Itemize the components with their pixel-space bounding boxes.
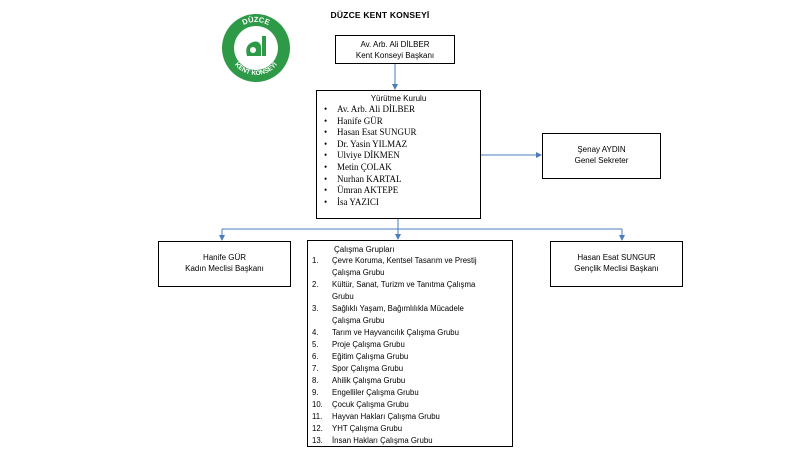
- working-group-label: Grubu: [332, 292, 354, 301]
- executive-member: Metin ÇOLAK: [324, 162, 480, 174]
- working-group-label: Sağlıklı Yaşam, Bağımlılıkla Mücadele: [332, 304, 464, 313]
- executive-member: Dr. Yasin YILMAZ: [324, 139, 480, 151]
- working-group-label: Çocuk Çalışma Grubu: [332, 400, 409, 409]
- page-title: DÜZCE KENT KONSEYİ: [330, 10, 430, 20]
- working-group-item: 10. Çocuk Çalışma Grubu: [312, 399, 508, 411]
- working-group-item: 4. Tarım ve Hayvancılık Çalışma Grubu: [312, 327, 508, 339]
- youth-assembly-box: Hasan Esat SUNGUR Gençlik Meclisi Başkan…: [550, 241, 683, 287]
- youth-assembly-role: Gençlik Meclisi Başkanı: [574, 264, 659, 273]
- working-group-number: 7.: [312, 364, 319, 373]
- working-group-number: [312, 267, 332, 279]
- working-group-number: [312, 291, 332, 303]
- working-group-label: Eğitim Çalışma Grubu: [332, 352, 409, 361]
- working-groups-box: Çalışma Grupları 1. Çevre Koruma, Kentsel…: [307, 240, 513, 447]
- executive-member: Nurhan KARTAL: [324, 174, 480, 186]
- secretary-name: Şenay AYDIN: [577, 145, 626, 154]
- executive-members-list: Av. Arb. Ali DİLBERHanife GÜRHasan Esat …: [317, 104, 480, 208]
- executive-board-box: Yürütme Kurulu Av. Arb. Ali DİLBERHanife…: [316, 90, 481, 219]
- president-name: Av. Arb. Ali DİLBER: [360, 40, 430, 49]
- working-group-label: YHT Çalışma Grubu: [332, 424, 403, 433]
- working-group-label: İnsan Hakları Çalışma Grubu: [332, 436, 433, 445]
- executive-member: Ulviye DİKMEN: [324, 150, 480, 162]
- womens-assembly-name: Hanife GÜR: [202, 253, 247, 262]
- working-group-item: 7. Spor Çalışma Grubu: [312, 363, 508, 375]
- working-group-item: 5. Proje Çalışma Grubu: [312, 339, 508, 351]
- working-group-number: 12.: [312, 424, 323, 433]
- working-group-item: 1. Çevre Koruma, Kentsel Tasarım ve Prest…: [312, 255, 508, 267]
- executive-member: Ümran AKTEPE: [324, 185, 480, 197]
- president-role: Kent Konseyi Başkanı: [355, 51, 435, 60]
- working-group-label: Kültür, Sanat, Turizm ve Tanıtma Çalışma: [332, 280, 476, 289]
- working-group-item: 9. Engelliler Çalışma Grubu: [312, 387, 508, 399]
- working-group-label: Ahilik Çalışma Grubu: [332, 376, 406, 385]
- executive-member: Hasan Esat SUNGUR: [324, 127, 480, 139]
- secretary-role: Genel Sekreter: [574, 156, 629, 165]
- womens-assembly-role: Kadın Meclisi Başkanı: [185, 264, 264, 273]
- working-group-item: 3. Sağlıklı Yaşam, Bağımlılıkla Mücadele: [312, 303, 508, 315]
- working-group-number: [312, 315, 332, 327]
- working-group-number: 3.: [312, 304, 319, 313]
- working-group-label: Çalışma Grubu: [332, 316, 385, 325]
- duzce-kent-konseyi-logo: DÜZCE KENT KONSEYİ: [222, 14, 290, 82]
- working-group-item: Çalışma Grubu: [312, 315, 508, 327]
- working-group-number: 13.: [312, 436, 323, 445]
- president-box: Av. Arb. Ali DİLBER Kent Konseyi Başkanı: [335, 35, 455, 64]
- working-group-number: 6.: [312, 352, 319, 361]
- working-group-item: 11. Hayvan Hakları Çalışma Grubu: [312, 411, 508, 423]
- executive-member: Hanife GÜR: [324, 116, 480, 128]
- working-group-item: 13. İnsan Hakları Çalışma Grubu: [312, 435, 508, 447]
- working-group-label: Hayvan Hakları Çalışma Grubu: [332, 412, 440, 421]
- working-group-item: 6. Eğitim Çalışma Grubu: [312, 351, 508, 363]
- working-group-number: 11.: [312, 412, 323, 421]
- working-group-label: Çalışma Grubu: [332, 268, 385, 277]
- working-group-item: 2. Kültür, Sanat, Turizm ve Tanıtma Çalış…: [312, 279, 508, 291]
- working-group-label: Engelliler Çalışma Grubu: [332, 388, 419, 397]
- youth-assembly-name: Hasan Esat SUNGUR: [577, 253, 656, 262]
- working-group-label: Spor Çalışma Grubu: [332, 364, 404, 373]
- working-group-item: 8. Ahilik Çalışma Grubu: [312, 375, 508, 387]
- secretary-box: Şenay AYDIN Genel Sekreter: [542, 133, 661, 179]
- executive-member: İsa YAZICI: [324, 197, 480, 209]
- working-group-number: 10.: [312, 400, 323, 409]
- working-group-number: 4.: [312, 328, 319, 337]
- working-group-label: Proje Çalışma Grubu: [332, 340, 405, 349]
- executive-member: Av. Arb. Ali DİLBER: [324, 104, 480, 116]
- working-group-label: Tarım ve Hayvancılık Çalışma Grubu: [332, 328, 459, 337]
- working-group-number: 5.: [312, 340, 319, 349]
- logo-top-text: DÜZCE: [241, 15, 271, 27]
- working-group-item: 12. YHT Çalışma Grubu: [312, 423, 508, 435]
- executive-board-title: Yürütme Kurulu: [370, 94, 427, 103]
- working-groups-list: 1. Çevre Koruma, Kentsel Tasarım ve Prest…: [312, 255, 508, 447]
- working-groups-title: Çalışma Grupları: [334, 245, 395, 254]
- working-group-number: 1.: [312, 256, 319, 265]
- working-group-item: Çalışma Grubu: [312, 267, 508, 279]
- working-group-label: Çevre Koruma, Kentsel Tasarım ve Prestij: [332, 256, 477, 265]
- working-group-number: 2.: [312, 280, 319, 289]
- womens-assembly-box: Hanife GÜR Kadın Meclisi Başkanı: [158, 241, 291, 287]
- working-group-item: Grubu: [312, 291, 508, 303]
- logo-mark-icon: [246, 36, 266, 56]
- working-group-number: 8.: [312, 376, 319, 385]
- working-group-number: 9.: [312, 388, 319, 397]
